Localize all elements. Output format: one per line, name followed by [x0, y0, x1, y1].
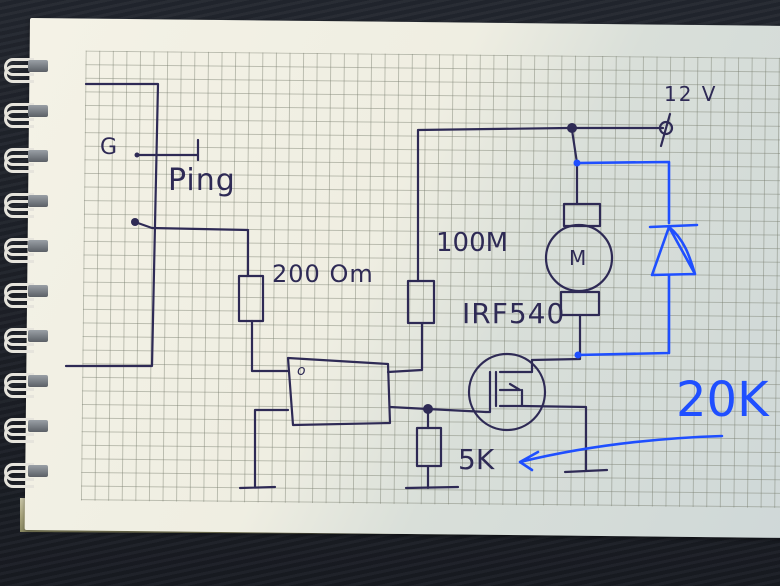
- mosfet-gate: [484, 358, 534, 414]
- r2-top-wire: [416, 126, 570, 283]
- spiral-ring: [4, 283, 48, 308]
- ping-sensor-outline: [64, 82, 160, 368]
- supply-terminal-slash: [659, 112, 672, 148]
- mosfet-source-ground: [520, 404, 609, 474]
- label-supply-voltage: 12 V: [664, 82, 718, 106]
- ic-output-wire: [388, 405, 430, 411]
- label-r1-value: 200 Om: [272, 260, 374, 288]
- signal-wire: [133, 220, 250, 278]
- ic-ground-wire: [238, 408, 290, 490]
- label-ping: Ping: [168, 163, 236, 198]
- label-motor: M: [569, 246, 587, 270]
- r2-to-ic-wire: [386, 321, 424, 374]
- mosfet-body: [467, 352, 547, 432]
- motor-bottom-terminal: [559, 290, 601, 317]
- label-mosfet-part: IRF540: [462, 297, 566, 330]
- label-pin-g: G: [100, 135, 118, 160]
- annotation-arrow: [518, 434, 724, 472]
- motor-drain-wire: [530, 313, 582, 362]
- spiral-ring: [4, 463, 48, 488]
- label-annotation-value: 20K: [676, 372, 769, 428]
- resistor-r1: [237, 274, 265, 323]
- spiral-ring: [4, 373, 48, 398]
- label-r3-value: 5K: [458, 443, 495, 476]
- spiral-ring: [4, 238, 48, 263]
- diode-symbol: [648, 223, 699, 277]
- spiral-ring: [4, 418, 48, 443]
- spiral-ring: [4, 193, 48, 218]
- r3-ground: [404, 464, 460, 490]
- motor-top-terminal: [562, 202, 602, 228]
- diode-top-wire: [575, 160, 671, 225]
- resistor-r3: [415, 426, 443, 468]
- resistor-r2: [406, 279, 436, 325]
- label-r2-value: 100M: [436, 228, 509, 258]
- r1-to-ic-wire: [250, 319, 290, 373]
- diode-bottom-wire: [575, 273, 671, 357]
- spiral-ring: [4, 328, 48, 353]
- gate-wire: [426, 407, 488, 414]
- spiral-ring: [4, 58, 48, 83]
- spiral-ring: [4, 103, 48, 128]
- spiral-ring: [4, 148, 48, 173]
- ic-chip: [286, 356, 392, 427]
- label-chip-marker: o: [297, 363, 306, 379]
- motor-supply-wire: [570, 128, 579, 206]
- diode-bottom-node: [574, 351, 582, 359]
- supply-terminal: [658, 120, 674, 136]
- pin-g-wire: [135, 138, 200, 162]
